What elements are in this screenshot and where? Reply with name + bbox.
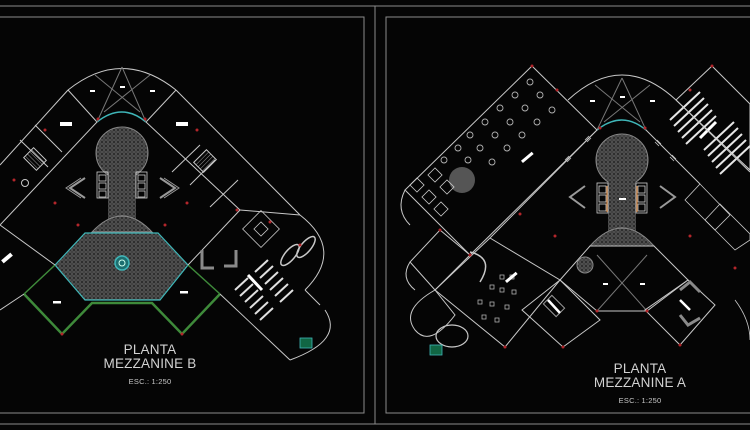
sheet-title-mezzanine-a: PLANTA MEZZANINE A ESC.: 1:250 [560,361,720,406]
scale-label: ESC.: 1:250 [128,377,172,387]
sheet-frames [0,5,750,425]
plan-mezzanine-a [400,64,750,356]
title-line-planta: PLANTA [123,342,177,357]
title-line-mezzanine-b: MEZZANINE B [103,356,197,372]
scale-label: ESC.: 1:250 [618,396,662,406]
plan-mezzanine-b [0,66,331,361]
title-line-mezzanine-a: MEZZANINE A [593,375,687,391]
sheet-title-mezzanine-b: PLANTA MEZZANINE B ESC.: 1:250 [70,342,230,387]
title-line-planta: PLANTA [613,361,667,376]
